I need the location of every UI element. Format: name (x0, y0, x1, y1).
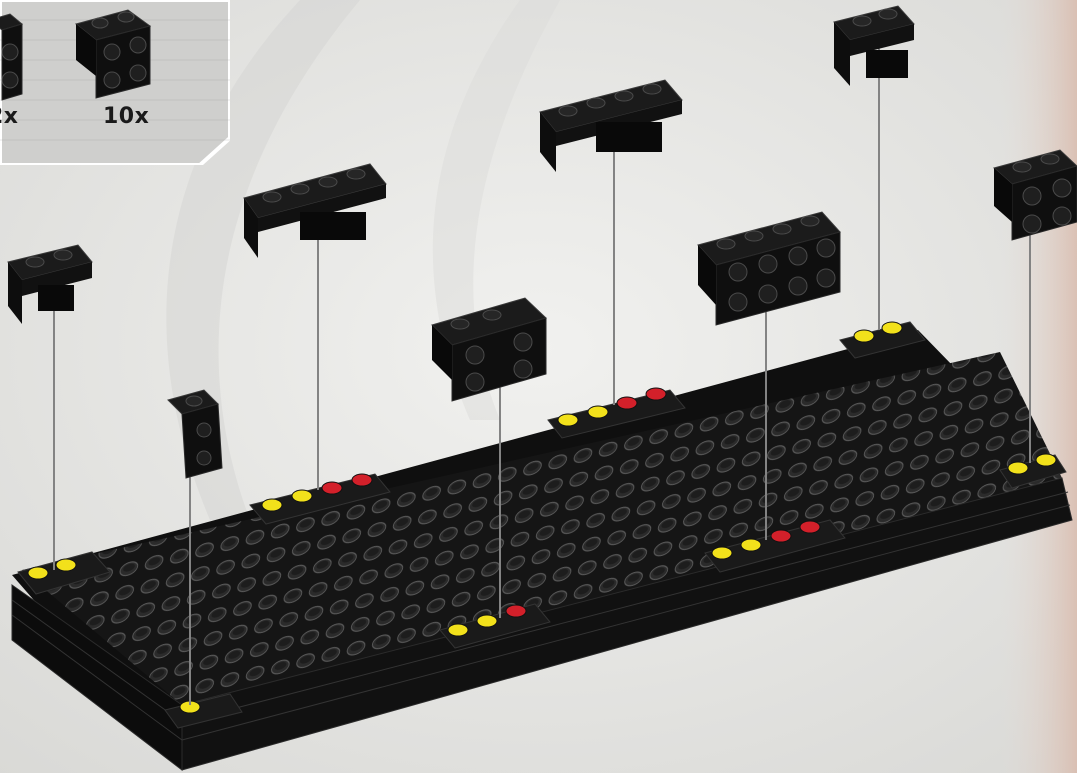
bracket-1x2-icon (0, 14, 22, 100)
parts-list-panel: 2x 10x (0, 0, 230, 165)
part-count-label: 2x (0, 104, 19, 129)
part-count-label: 10x (103, 104, 149, 129)
